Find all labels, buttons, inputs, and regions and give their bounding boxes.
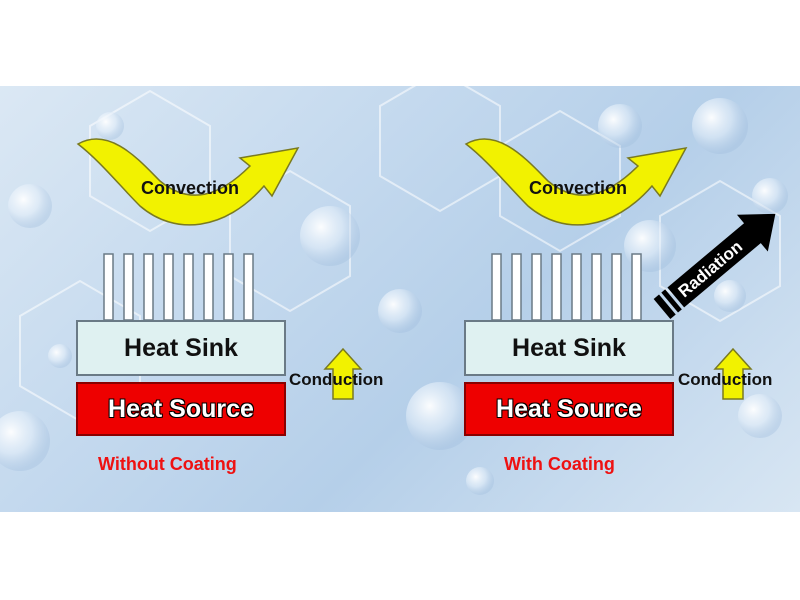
left-heat-source: Heat Source [76, 382, 286, 436]
bubbles [0, 98, 788, 495]
left-conduction-arrow [323, 347, 363, 400]
left-heat-sink: Heat Sink [76, 320, 286, 376]
left-heat-sink-fins [103, 253, 254, 321]
right-conduction-arrow [713, 347, 753, 400]
left-caption: Without Coating [98, 454, 237, 474]
right-conduction-label: Conduction [678, 370, 773, 389]
left-convection-arrow [76, 138, 300, 226]
left-conduction-label: Conduction [289, 370, 384, 389]
right-heat-sink: Heat Sink [464, 320, 674, 376]
right-convection-label: Convection [529, 178, 628, 198]
left-convection-label: Convection [141, 178, 240, 198]
right-heat-source: Heat Source [464, 382, 674, 436]
background-decor: Radiation [0, 86, 788, 495]
right-caption: With Coating [504, 454, 615, 474]
diagram-scene: Radiation Convection Heat Sink Heat Sour… [0, 86, 800, 512]
right-heat-sink-fins [491, 253, 642, 321]
right-convection-arrow [464, 138, 688, 226]
